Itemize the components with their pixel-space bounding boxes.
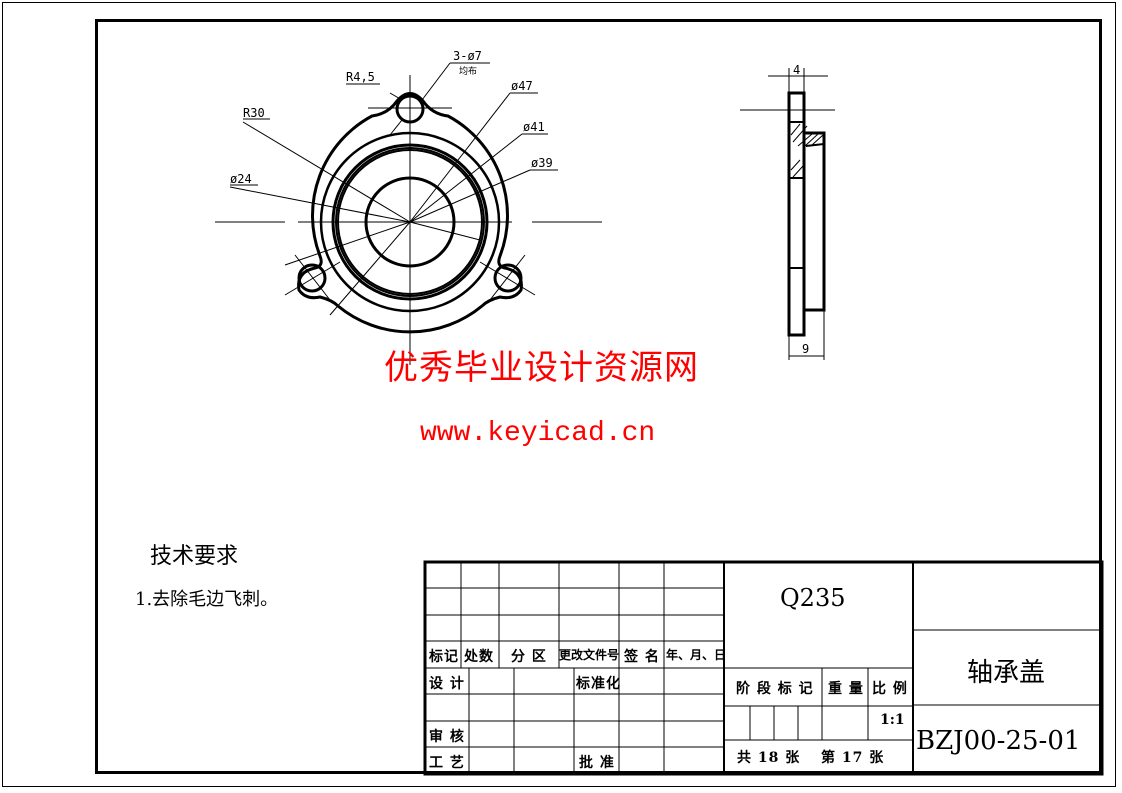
tech-requirements-title: 技术要求 (150, 544, 239, 569)
side-view-dimension-labels: 4 9 (793, 63, 809, 356)
rev-header-sign: 签 名 (624, 649, 660, 665)
label-design: 设 计 (429, 676, 465, 692)
label-review: 审 核 (429, 729, 465, 745)
dim-r45-label: R4,5 (346, 70, 375, 84)
label-scale: 比 例 (872, 681, 908, 697)
label-weight: 重 量 (828, 681, 864, 697)
rev-header-zone: 分 区 (511, 649, 547, 665)
dim-d47-label: ø47 (511, 79, 533, 93)
scale-value: 1:1 (880, 712, 905, 728)
dim-holes-label: 3-ø7 (453, 49, 482, 63)
dim-width-label: 9 (802, 342, 809, 356)
rev-header-doc: 更改文件号 (559, 648, 620, 662)
material-value: Q235 (780, 584, 846, 612)
rev-header-mark: 标记 (429, 649, 459, 665)
title-block-grid (423, 560, 1104, 776)
sheet-number: 第 17 张 (821, 750, 885, 766)
dim-d39-label: ø39 (531, 156, 553, 170)
part-name: 轴承盖 (967, 658, 1046, 688)
label-process: 工 艺 (429, 755, 465, 771)
side-view (740, 68, 835, 360)
label-approve: 批 准 (579, 755, 615, 771)
sheets-total: 共 18 张 (737, 750, 801, 766)
dim-thickness-label: 4 (793, 63, 800, 77)
drawing-number: BZJ00-25-01 (916, 726, 1081, 756)
dim-d41-label: ø41 (523, 120, 545, 134)
rev-header-date: 年、月、日 (666, 648, 727, 662)
front-view (215, 62, 602, 365)
watermark-url[interactable]: www.keyicad.cn (420, 418, 656, 449)
watermark-text: 优秀毕业设计资源网 (384, 348, 699, 388)
label-stage-mark: 阶 段 标 记 (736, 681, 814, 697)
dim-r30-label: R30 (243, 106, 265, 120)
rev-header-count: 处数 (464, 649, 494, 665)
front-view-dimension-labels: R4,5 R30 ø24 3-ø7 均布 ø47 ø41 ø39 (230, 49, 553, 186)
dim-holes-note: 均布 (459, 65, 477, 77)
tech-requirement-item: 1.去除毛边飞刺。 (135, 589, 279, 610)
label-standardization: 标准化 (576, 676, 621, 692)
dim-d24-label: ø24 (230, 172, 252, 186)
